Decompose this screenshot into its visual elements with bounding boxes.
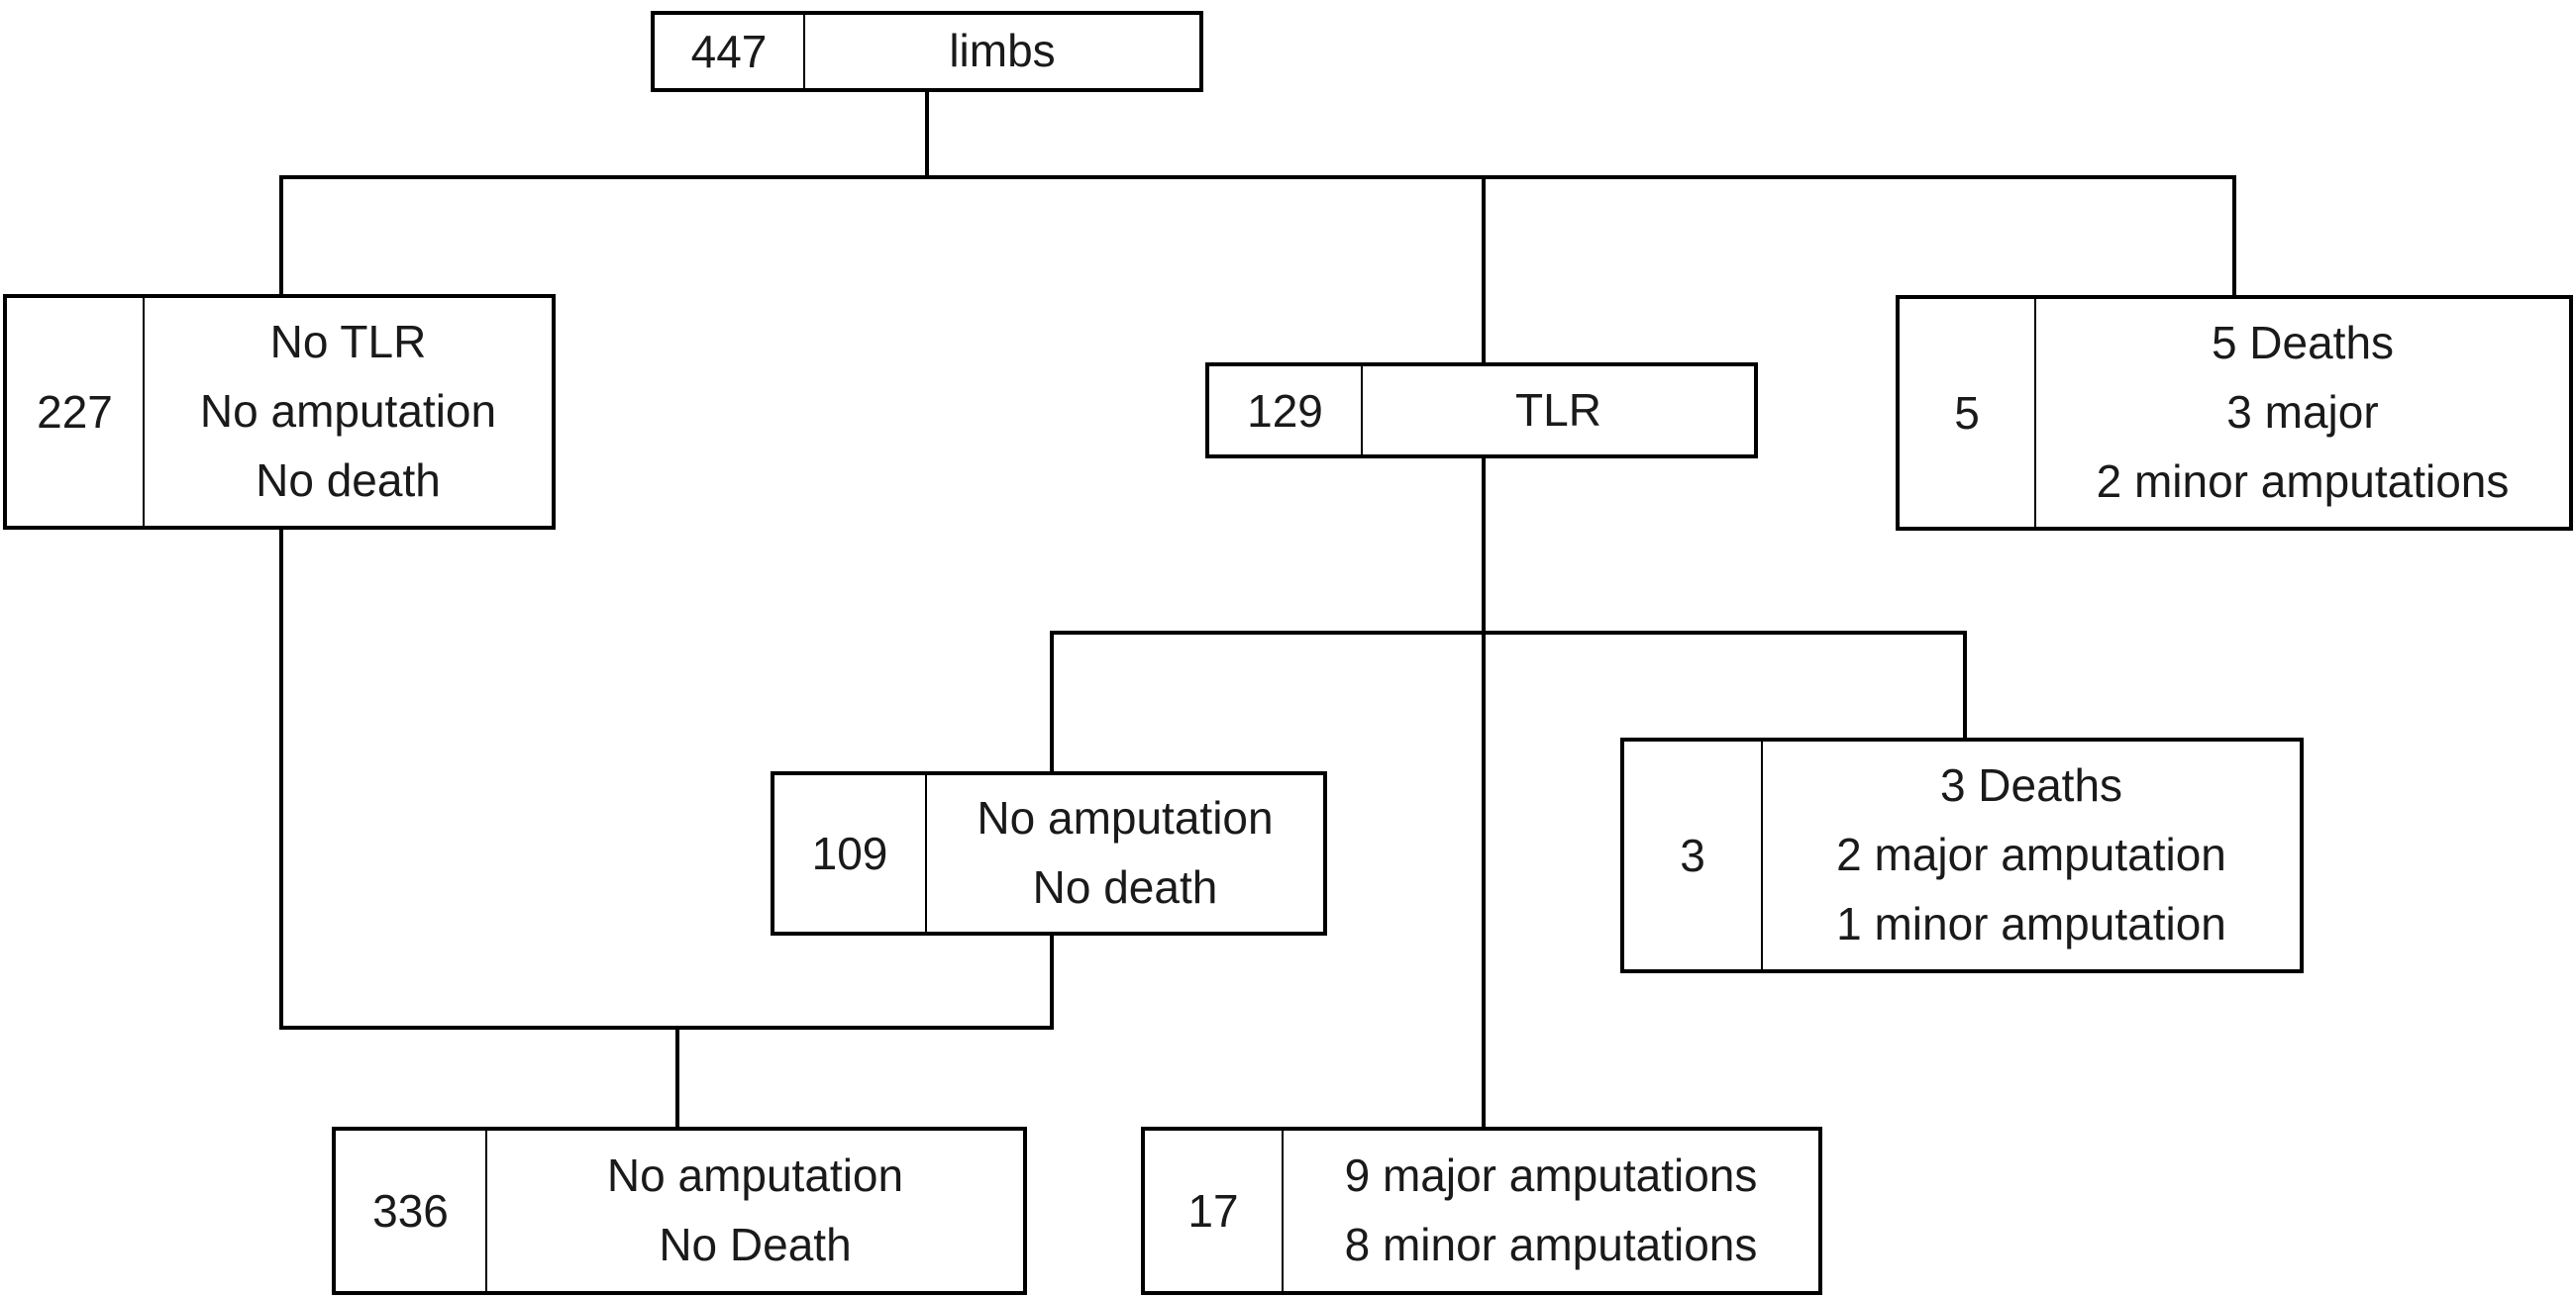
node-merged-event-free-line: No amputation bbox=[606, 1149, 904, 1202]
node-no-tlr-label: No TLR No amputation No death bbox=[145, 298, 552, 526]
node-tlr-deaths: 3 3 Deaths 2 major amputation 1 minor am… bbox=[1620, 738, 2304, 973]
connector-level2-rail bbox=[1050, 631, 1967, 635]
node-tlr-amputations-line: 9 major amputations bbox=[1344, 1149, 1758, 1202]
node-tlr-event-free-count: 109 bbox=[774, 775, 927, 932]
node-root-line: limbs bbox=[949, 25, 1056, 77]
node-deaths-initial-line: 3 major bbox=[2226, 386, 2379, 439]
node-merged-event-free-line: No Death bbox=[659, 1219, 852, 1270]
node-tlr-count: 129 bbox=[1209, 366, 1363, 454]
node-tlr-deaths-line: 1 minor amputation bbox=[1836, 897, 2226, 949]
node-root: 447 limbs bbox=[651, 11, 1203, 92]
node-merged-event-free-label: No amputation No Death bbox=[487, 1131, 1023, 1291]
node-no-tlr-count: 227 bbox=[7, 298, 145, 526]
connector-deaths-initial-drop bbox=[2232, 179, 2236, 297]
node-tlr-amputations-count: 17 bbox=[1145, 1131, 1284, 1291]
node-tlr-line: TLR bbox=[1515, 383, 1601, 436]
connector-merge-rail bbox=[279, 1026, 1054, 1030]
node-deaths-initial: 5 5 Deaths 3 major 2 minor amputations bbox=[1896, 295, 2573, 531]
connector-tlr-drop bbox=[1482, 179, 1486, 365]
node-tlr-deaths-line: 3 Deaths bbox=[1939, 759, 2123, 812]
node-tlr-event-free-line: No death bbox=[1032, 861, 1218, 913]
node-deaths-initial-label: 5 Deaths 3 major 2 minor amputations bbox=[2036, 299, 2569, 527]
node-merged-event-free: 336 No amputation No Death bbox=[332, 1127, 1027, 1295]
node-tlr-amputations-line: 8 minor amputations bbox=[1344, 1219, 1758, 1270]
connector-merged-drop bbox=[675, 1030, 679, 1129]
connector-level1-rail bbox=[279, 175, 2236, 179]
node-tlr-amputations: 17 9 major amputations 8 minor amputatio… bbox=[1141, 1127, 1822, 1295]
node-merged-event-free-count: 336 bbox=[336, 1131, 487, 1291]
node-tlr-deaths-count: 3 bbox=[1624, 742, 1763, 969]
connector-tlr-deaths-drop bbox=[1963, 635, 1967, 740]
node-tlr-event-free: 109 No amputation No death bbox=[771, 771, 1327, 936]
connector-tlr-event-free-drop bbox=[1050, 635, 1054, 773]
node-tlr-amputations-label: 9 major amputations 8 minor amputations bbox=[1284, 1131, 1818, 1291]
node-no-tlr-line: No death bbox=[256, 453, 441, 506]
node-tlr-deaths-label: 3 Deaths 2 major amputation 1 minor ampu… bbox=[1763, 742, 2300, 969]
node-no-tlr-line: No TLR bbox=[269, 316, 427, 368]
node-deaths-initial-count: 5 bbox=[1900, 299, 2036, 527]
node-tlr-event-free-line: No amputation bbox=[977, 792, 1274, 845]
node-tlr: 129 TLR bbox=[1205, 362, 1758, 458]
connector-tlr-event-free-stem bbox=[1050, 934, 1054, 1028]
node-no-tlr-line: No amputation bbox=[199, 385, 497, 438]
node-no-tlr: 227 No TLR No amputation No death bbox=[3, 294, 556, 530]
node-root-label: limbs bbox=[805, 15, 1199, 88]
node-root-count: 447 bbox=[655, 15, 805, 88]
connector-no-tlr-drop bbox=[279, 179, 283, 296]
node-deaths-initial-line: 5 Deaths bbox=[2211, 317, 2395, 369]
connector-root-stem bbox=[925, 92, 929, 179]
connector-tlr-stem bbox=[1482, 456, 1486, 1129]
node-deaths-initial-line: 2 minor amputations bbox=[2096, 454, 2510, 507]
connector-no-tlr-stem bbox=[279, 528, 283, 1028]
node-tlr-event-free-label: No amputation No death bbox=[927, 775, 1323, 932]
node-tlr-deaths-line: 2 major amputation bbox=[1836, 829, 2226, 881]
node-tlr-label: TLR bbox=[1363, 366, 1754, 454]
